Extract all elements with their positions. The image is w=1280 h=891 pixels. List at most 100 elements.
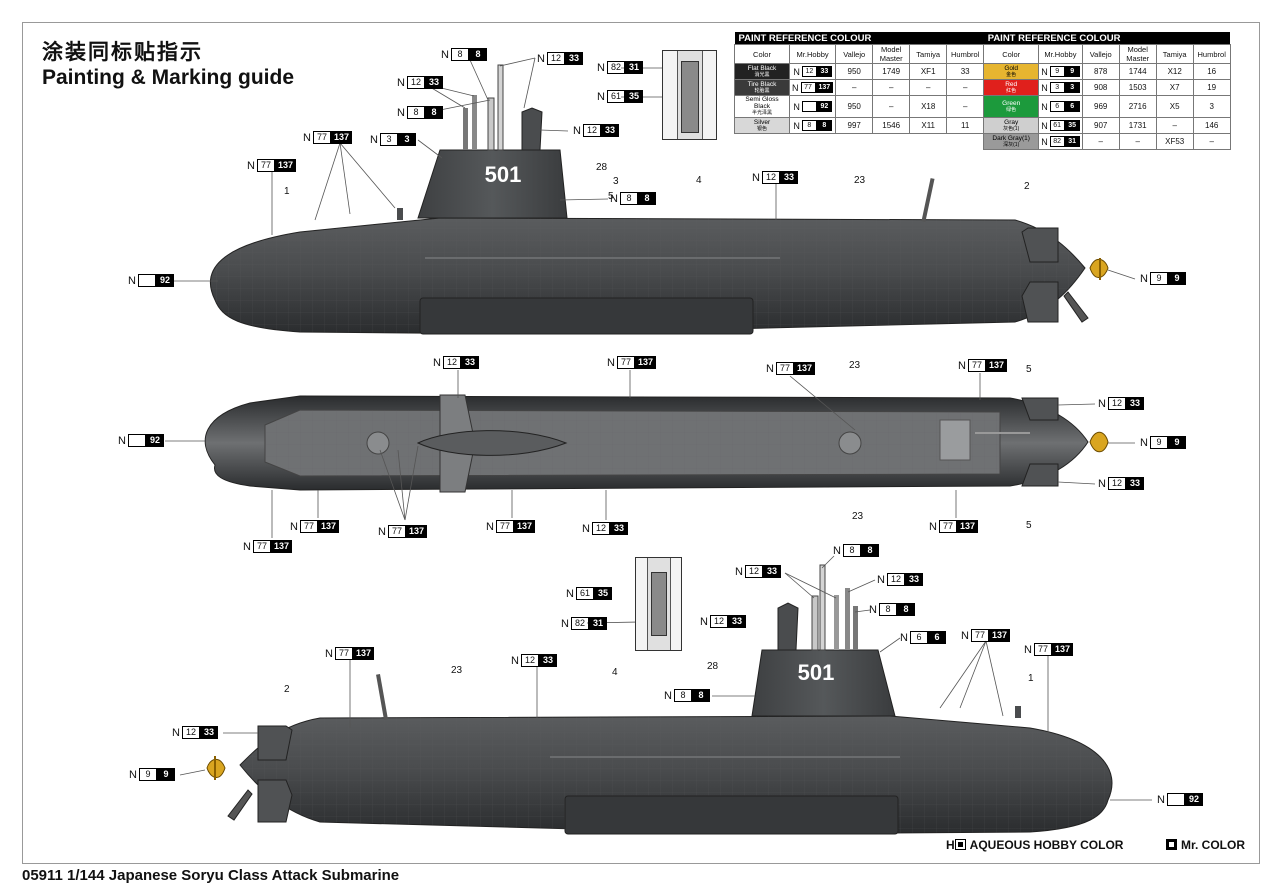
hull-number-1: 501 <box>485 162 522 187</box>
sheet-border <box>22 22 1260 864</box>
legend-aqueous-marker <box>954 839 966 850</box>
submarine-side-view-1: 501 <box>210 64 1109 335</box>
decal-number-label: 23 <box>451 665 463 676</box>
decal-number-label: 2 <box>1024 181 1030 192</box>
table-value-cell: – <box>1192 133 1231 150</box>
paint-reference-table: PAINT REFERENCE COLOUR PAINT REFERENCE C… <box>734 32 1231 150</box>
legend-mr-label: Mr. COLOR <box>1181 838 1246 852</box>
decal-number-label: 5 <box>608 191 614 202</box>
decal-number-label: 23 <box>852 511 864 522</box>
submarine-side-view-2: 501 <box>206 564 1113 835</box>
decal-number-label: 4 <box>612 667 618 678</box>
decal-number-label: 23 <box>854 175 866 186</box>
footer-product-title: 05911 1/144 Japanese Soryu Class Attack … <box>22 867 400 884</box>
table-header-cell: Model Master <box>872 44 911 64</box>
legend-aqueous-label: AQUEOUS HOBBY COLOR <box>969 838 1124 852</box>
color-swatch-cell: Dark Gray(1)深灰(1) <box>983 133 1040 150</box>
legend-aqueous-prefix: H <box>946 838 955 852</box>
section-title-left: PAINT REFERENCE COLOUR <box>734 32 984 45</box>
decal-number-label: 23 <box>849 360 861 371</box>
decal-number-label: 1 <box>1028 673 1034 684</box>
hull-number-2: 501 <box>798 660 835 685</box>
decal-number-label: 5 <box>1026 364 1032 375</box>
decal-number-label: 28 <box>596 162 608 173</box>
decal-number-label: 2 <box>284 684 290 695</box>
legend-mr-color: Mr. COLOR <box>1166 838 1245 852</box>
decal-number-label: 5 <box>1026 520 1032 531</box>
decal-number-label: 1 <box>284 186 290 197</box>
decal-number-label: 4 <box>696 175 702 186</box>
mast-detail-inset-bottom <box>635 557 682 651</box>
title-english: Painting & Marking guide <box>42 66 295 89</box>
mast-detail-inset-top <box>662 50 717 140</box>
table-value-cell: XF53 <box>1155 133 1194 150</box>
decal-number-label: 3 <box>613 176 619 187</box>
table-value-cell: 19 <box>1192 79 1231 96</box>
